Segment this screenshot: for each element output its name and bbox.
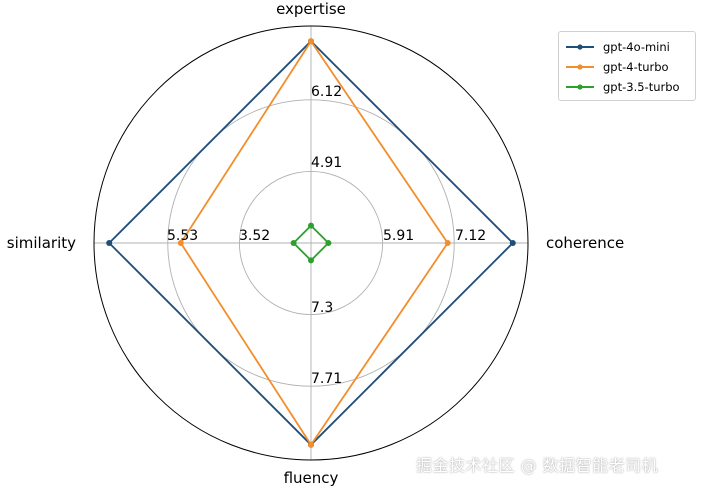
legend-item-gpt-4o-mini: gpt-4o-mini [565,37,689,57]
axis-label-fluency: fluency [284,469,339,487]
legend-swatch-gpt-3.5-turbo [566,84,594,90]
point-gpt-3-5-turbo-expertise [308,222,314,229]
legend-label-gpt-4-turbo: gpt-4-turbo [603,60,669,74]
watermark: 掘金技术社区 @ 数据智能老司机 [416,456,659,475]
label-layer: expertise coherence fluency similarity 4… [7,0,624,487]
legend: gpt-4o-mini gpt-4-turbo gpt-3.5-turbo [558,31,696,101]
point-gpt-4-turbo-similarity [177,240,184,246]
legend-swatch-gpt-4-turbo [566,64,594,70]
point-gpt-3-5-turbo-similarity [290,240,297,246]
tick-label-fluency-outer: 7.71 [311,371,342,387]
tick-label-similarity-inner: 3.52 [239,228,270,244]
tick-label-expertise-outer: 6.12 [311,84,342,100]
point-gpt-4o-mini-similarity [106,240,113,246]
tick-label-coherence-outer: 7.12 [455,228,486,244]
legend-item-gpt-4-turbo: gpt-4-turbo [565,57,689,77]
legend-item-gpt-3.5-turbo: gpt-3.5-turbo [565,77,689,97]
axis-label-expertise: expertise [276,0,346,18]
tick-label-expertise-inner: 4.91 [311,155,342,171]
outer-frame [93,25,529,461]
axis-label-similarity: similarity [7,234,76,252]
point-gpt-4o-mini-coherence [509,240,516,246]
legend-swatch-gpt-4o-mini [566,44,594,50]
tick-label-fluency-inner: 7.3 [311,300,333,316]
point-gpt-3-5-turbo-coherence [325,240,332,246]
point-gpt-4-turbo-fluency [308,441,314,448]
tick-label-coherence-inner: 5.91 [383,228,414,244]
axis-label-coherence: coherence [546,234,624,252]
series-layer [106,38,516,448]
legend-label-gpt-3.5-turbo: gpt-3.5-turbo [603,80,680,94]
point-gpt-3-5-turbo-fluency [308,257,314,264]
tick-label-similarity-outer: 5.53 [167,228,198,244]
point-gpt-4-turbo-coherence [444,240,451,246]
radar-grid [93,25,529,461]
legend-label-gpt-4o-mini: gpt-4o-mini [603,40,670,54]
point-gpt-4-turbo-expertise [308,38,314,45]
